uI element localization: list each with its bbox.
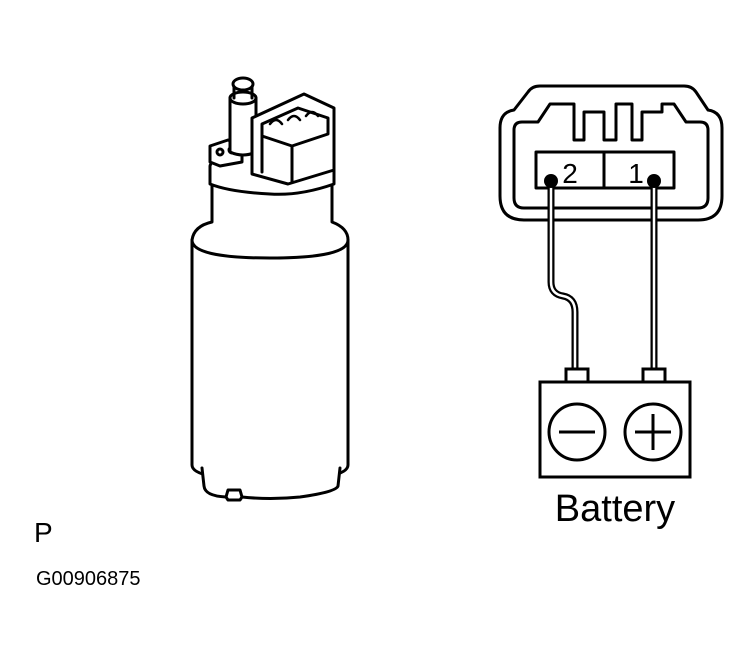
battery: [538, 367, 692, 479]
connector-outer-housing: [498, 84, 724, 222]
wire-pin2-to-negative: [547, 178, 579, 376]
pump-body: [190, 238, 350, 482]
test-wires: [547, 178, 658, 376]
figure-code: G00906875: [36, 568, 141, 590]
harness-connector: [498, 84, 724, 222]
pin-1-label: 1: [628, 158, 644, 189]
minus-icon: [547, 402, 607, 462]
view-letter: P: [34, 517, 53, 548]
plus-icon: [623, 402, 683, 462]
probe-dot-pin-1: [647, 174, 661, 188]
fuel-pump: [190, 76, 350, 502]
pump-foot: [200, 466, 342, 502]
connector-inner-housing: [512, 102, 710, 210]
battery-label: Battery: [555, 488, 675, 530]
pin-2-label: 2: [562, 158, 578, 189]
probe-dot-pin-2: [544, 174, 558, 188]
pump-shoulder: [190, 182, 350, 260]
